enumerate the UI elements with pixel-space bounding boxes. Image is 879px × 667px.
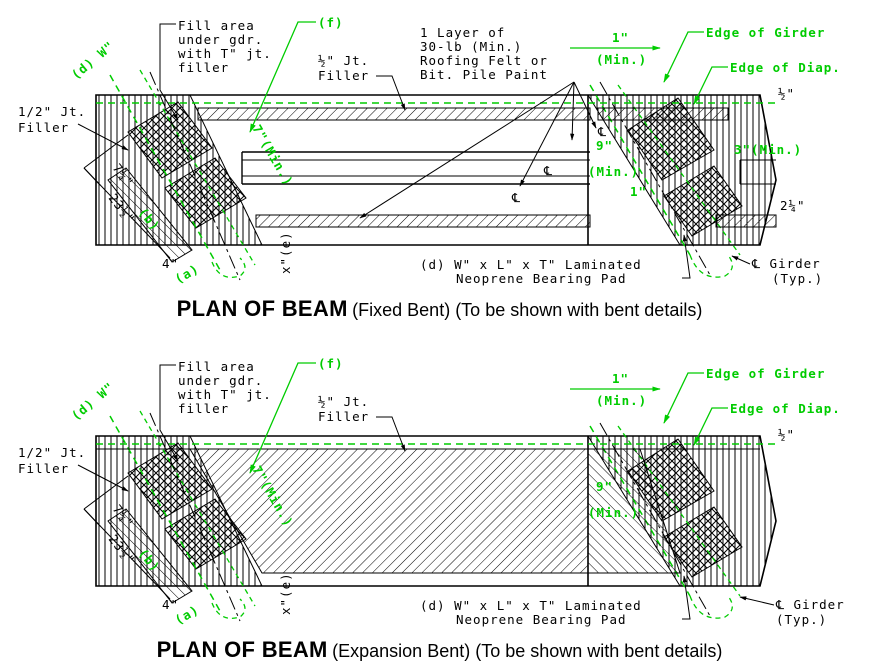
bottom-half-jt-filler-2: Filler (318, 409, 369, 424)
top-three-min: 3"(Min.) (734, 142, 802, 157)
bottom-min: (Min.) (596, 393, 647, 408)
bottom-girder-1: ℄ Girder (775, 597, 845, 612)
bottom-edge-diap: Edge of Diap. (730, 401, 841, 416)
top-edge-girder: Edge of Girder (706, 25, 825, 40)
top-min: (Min.) (596, 52, 647, 67)
top-caption-rest: (Fixed Bent) (To be shown with bent deta… (352, 300, 703, 320)
top-half-in: ½" (778, 86, 795, 101)
bottom-half-jt-filler-1: ½" Jt. (318, 394, 369, 409)
top-fill-area-line3: with T" jt. (178, 46, 272, 61)
top-girder-1: ℄ Girder (751, 256, 821, 271)
bottom-min-2: (Min.) (588, 505, 639, 520)
top-one-inch: 1" (612, 30, 629, 45)
top-caption: PLAN OF BEAM (Fixed Bent) (To be shown w… (0, 296, 879, 322)
bottom-half-in: ½" (778, 427, 795, 442)
bottom-plan-drawing (83, 410, 779, 622)
top-plan-drawing (83, 69, 779, 281)
top-seven-min: 7"(Min.) (249, 122, 296, 189)
bottom-pad-2: Neoprene Bearing Pad (456, 612, 627, 627)
top-pad-2: Neoprene Bearing Pad (456, 271, 627, 286)
bottom-fill-area-line4: filler (178, 401, 229, 416)
bottom-edge-girder: Edge of Girder (706, 366, 825, 381)
bottom-nine: 9" (596, 479, 613, 494)
bottom-four: 4" (162, 597, 179, 612)
top-12-jt-filler-1: 1/2" Jt. (18, 104, 86, 119)
top-12-jt-filler-2: Filler (18, 120, 69, 135)
top-pad-1: (d) W" x L" x T" Laminated (420, 257, 642, 272)
top-layer-1: 1 Layer of (420, 25, 505, 40)
top-edge-diap: Edge of Diap. (730, 60, 841, 75)
top-one-inch-b: 1" (630, 184, 647, 199)
bottom-fill-area-line2: under gdr. (178, 373, 263, 388)
top-half-jt-filler-1: ½" Jt. (318, 53, 369, 68)
top-cl-2: ℄ (543, 163, 553, 178)
top-cl-3: ℄ (511, 190, 521, 205)
top-girder-2: (Typ.) (772, 271, 823, 286)
bottom-12-jt-filler-1: 1/2" Jt. (18, 445, 86, 460)
top-fill-area-line4: filler (178, 60, 229, 75)
bottom-12-jt-filler-2: Filler (18, 461, 69, 476)
top-min-2: (Min.) (588, 164, 639, 179)
top-layer-2: 30-lb (Min.) (420, 39, 522, 54)
bottom-caption-bold: PLAN OF BEAM (156, 637, 328, 662)
bottom-fill-area-line3: with T" jt. (178, 387, 272, 402)
top-caption-bold: PLAN OF BEAM (176, 296, 348, 321)
bottom-caption-rest: (Expansion Bent) (To be shown with bent … (332, 641, 723, 661)
bottom-fill-area-line1: Fill area (178, 359, 255, 374)
bottom-f-label: (f) (318, 356, 344, 371)
top-fill-area-label: Fill area under gdr. with T" jt. filler (159, 18, 272, 121)
top-fill-area-line1: Fill area (178, 18, 255, 33)
bottom-one-inch: 1" (612, 371, 629, 386)
top-fill-area-line2: under gdr. (178, 32, 263, 47)
top-half-jt-filler-2: Filler (318, 68, 369, 83)
bottom-caption: PLAN OF BEAM (Expansion Bent) (To be sho… (0, 637, 879, 663)
bottom-girder-2: (Typ.) (776, 612, 827, 627)
top-layer-3: Roofing Felt or (420, 53, 548, 68)
top-layer-4: Bit. Pile Paint (420, 67, 548, 82)
bottom-pad-1: (d) W" x L" x T" Laminated (420, 598, 642, 613)
top-two-quarter: 2¼" (780, 198, 806, 213)
top-f-label: (f) (318, 15, 344, 30)
top-cl-1: ℄ (597, 124, 607, 139)
top-x-e: x"(e) (278, 231, 293, 274)
top-nine: 9" (596, 138, 613, 153)
top-four: 4" (162, 256, 179, 271)
bottom-x-e: x"(e) (278, 572, 293, 615)
